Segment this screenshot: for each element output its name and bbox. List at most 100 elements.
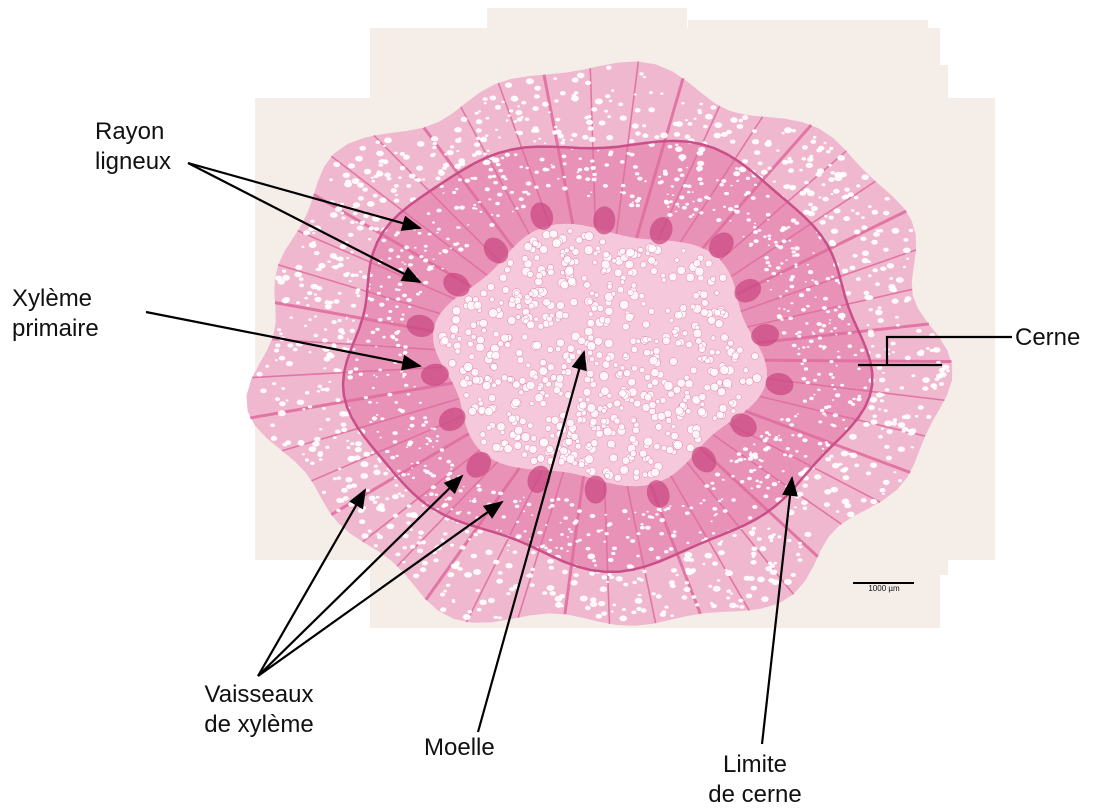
vessel	[485, 134, 488, 137]
vessel	[632, 123, 639, 128]
vessel	[554, 99, 558, 102]
pith-cell	[752, 353, 759, 360]
pith-cell	[651, 468, 659, 476]
pith-cell	[657, 412, 665, 420]
vessel	[849, 266, 855, 271]
vessel	[834, 309, 838, 312]
vessel	[669, 547, 674, 551]
vessel	[911, 446, 914, 448]
vessel	[818, 337, 822, 340]
vessel	[782, 239, 787, 243]
vessel	[633, 165, 638, 169]
vessel	[270, 423, 275, 427]
vessel	[795, 333, 798, 336]
vessel	[671, 615, 674, 618]
vessel	[275, 359, 278, 361]
vessel	[871, 240, 878, 245]
vessel	[794, 506, 797, 508]
vessel	[695, 603, 699, 606]
vessel	[365, 314, 368, 316]
vessel	[757, 537, 762, 541]
vessel	[906, 258, 909, 260]
vessel	[385, 497, 389, 500]
vessel	[721, 179, 726, 183]
pith-cell	[715, 291, 720, 296]
vessel	[620, 115, 627, 120]
pith-cell	[603, 427, 612, 436]
pith-cell	[620, 300, 629, 309]
vessel	[606, 135, 613, 140]
vessel	[802, 145, 808, 150]
pith-cell	[508, 316, 516, 324]
vessel	[754, 150, 760, 155]
vessel	[872, 415, 877, 418]
pith-cell	[639, 368, 644, 373]
pith-cell	[545, 425, 551, 431]
pith-cell	[614, 400, 621, 407]
vessel	[410, 417, 415, 421]
vessel	[635, 131, 641, 135]
pith-cell	[614, 269, 622, 277]
vessel	[400, 249, 403, 252]
vessel	[366, 340, 370, 343]
vessel	[752, 555, 755, 558]
vessel	[350, 251, 353, 254]
vessel	[521, 205, 526, 209]
vessel	[589, 137, 596, 142]
pith-cell	[455, 349, 460, 354]
vessel	[495, 129, 498, 131]
vessel	[660, 180, 664, 183]
vessel	[452, 191, 456, 194]
vessel	[392, 494, 399, 499]
vessel	[608, 558, 614, 562]
pith-cell	[753, 374, 762, 383]
vessel	[877, 366, 883, 370]
pith-cell	[590, 418, 597, 425]
vessel	[552, 132, 556, 135]
vessel	[657, 508, 662, 512]
vessel	[822, 412, 826, 415]
vessel	[459, 206, 465, 210]
vessel	[523, 497, 525, 499]
vessel	[386, 298, 390, 301]
pith-cell	[665, 308, 670, 313]
vessel	[794, 246, 800, 250]
pith-cell	[470, 322, 477, 329]
vessel	[754, 239, 759, 243]
vessel	[275, 343, 280, 347]
pith-cell	[556, 302, 564, 310]
vessel	[422, 561, 428, 566]
vessel	[447, 150, 454, 155]
vessel	[507, 550, 509, 552]
vessel	[443, 163, 449, 168]
vessel	[319, 428, 322, 431]
pith-cell	[519, 418, 526, 425]
vessel	[882, 372, 885, 374]
vessel	[836, 365, 838, 367]
vessel	[433, 558, 438, 562]
vessel	[870, 463, 877, 468]
vessel	[809, 340, 814, 344]
pith-cell	[630, 338, 637, 345]
vessel	[756, 485, 761, 488]
vessel	[414, 247, 417, 249]
vessel	[637, 532, 641, 535]
pith-cell	[711, 383, 719, 391]
vessel	[408, 263, 413, 267]
vessel	[784, 579, 792, 585]
pith-cell	[631, 283, 636, 288]
vessel	[799, 169, 802, 172]
vessel	[862, 251, 869, 256]
vessel	[378, 318, 383, 322]
vessel	[766, 195, 770, 198]
pith-cell	[480, 290, 487, 297]
pith-cell	[587, 299, 593, 305]
vessel	[275, 276, 282, 281]
vessel	[395, 288, 399, 291]
pith-cell	[528, 423, 534, 429]
vessel	[271, 436, 276, 440]
vessel	[753, 226, 757, 229]
vessel	[802, 346, 805, 349]
vessel	[570, 139, 573, 141]
vessel	[716, 219, 720, 222]
